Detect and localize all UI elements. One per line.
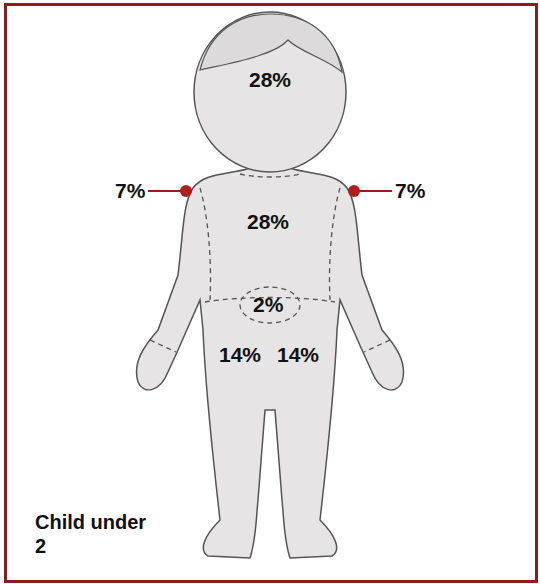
body-outline bbox=[136, 168, 403, 558]
region-percent: 7% bbox=[115, 179, 145, 202]
region-percent: 14% bbox=[277, 343, 319, 366]
region-percent: 14% bbox=[219, 343, 261, 366]
caption-text: Child under 2 bbox=[35, 510, 155, 558]
region-lines bbox=[150, 174, 390, 352]
region-percent: 28% bbox=[247, 210, 289, 233]
region-percent: 2% bbox=[253, 293, 283, 316]
region-percent: 7% bbox=[395, 179, 425, 202]
leader-markers bbox=[148, 185, 392, 197]
region-percent: 28% bbox=[249, 68, 291, 91]
hair-fringe bbox=[200, 14, 342, 72]
head-outline bbox=[194, 12, 346, 172]
